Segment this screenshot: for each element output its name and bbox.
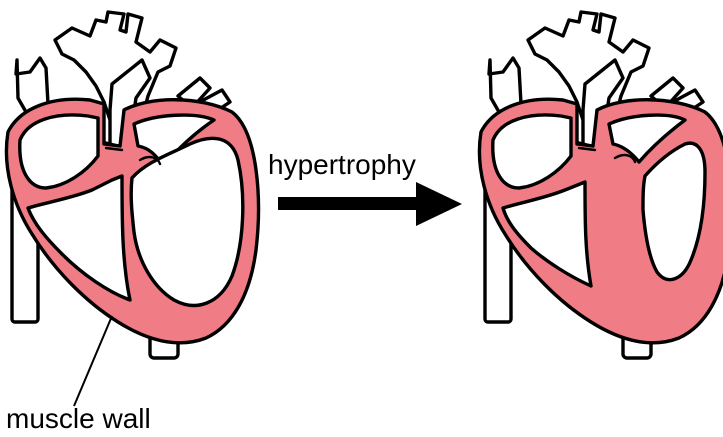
normal-heart [6, 12, 258, 358]
arrow-label: hypertrophy [268, 149, 416, 180]
callout-line [74, 316, 112, 406]
callout-label: muscle wall [6, 403, 151, 434]
hypertrophic-heart [479, 12, 723, 358]
hypertrophy-arrow [278, 182, 462, 226]
